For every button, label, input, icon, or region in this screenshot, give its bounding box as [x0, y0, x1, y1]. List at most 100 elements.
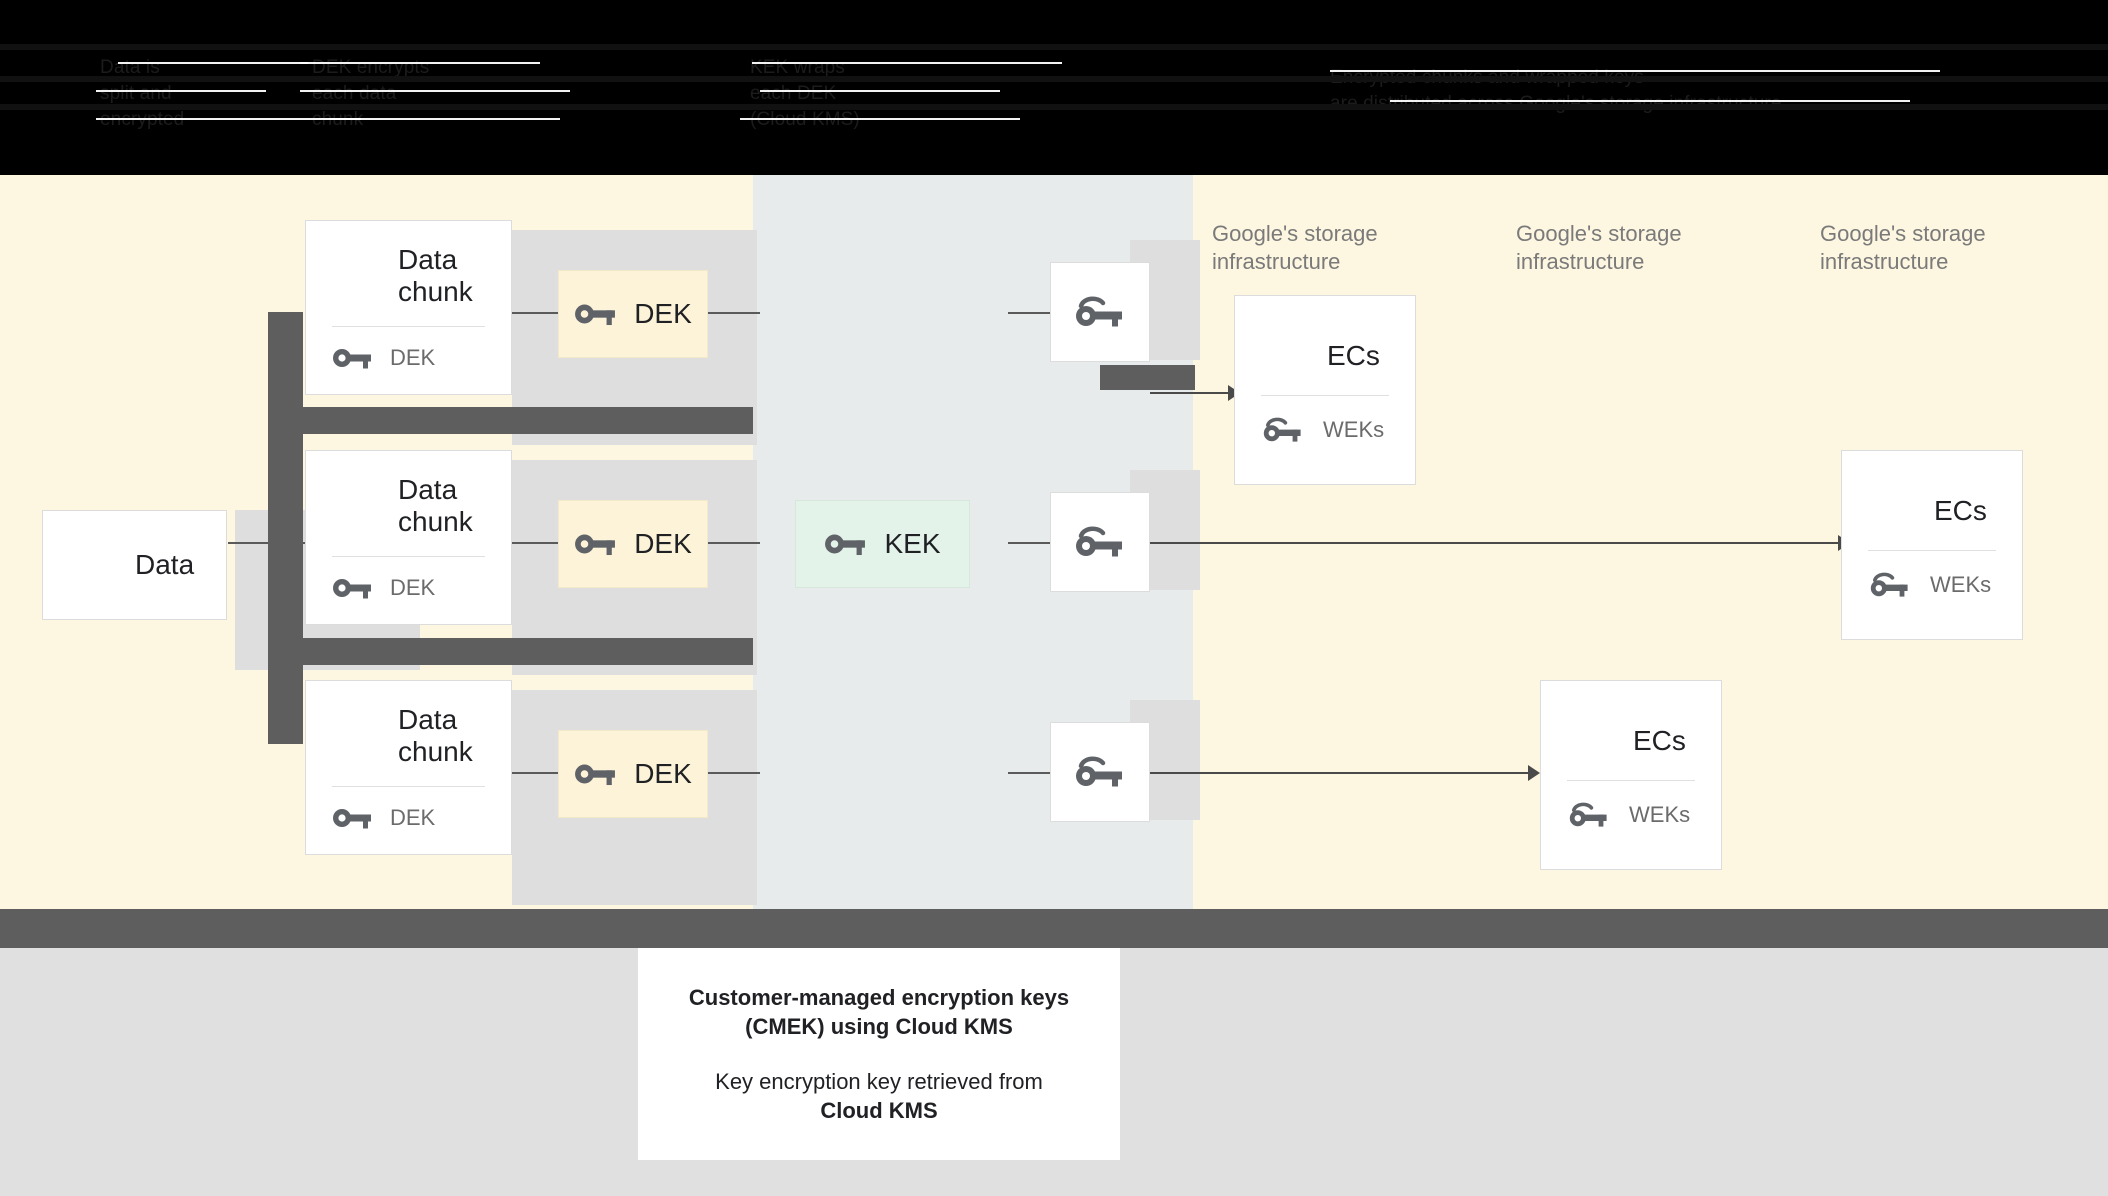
- chunk-row: Data chunk: [306, 474, 511, 538]
- double-key-icon: [1076, 526, 1122, 557]
- connector-chunk-to-dek: [508, 542, 560, 544]
- redaction-mark: [300, 90, 570, 92]
- ecs-row: ECs: [1235, 335, 1415, 377]
- arrow-head-icon: [1528, 765, 1540, 781]
- key-icon: [575, 304, 616, 326]
- ecs-key-row: WEKs: [1235, 414, 1415, 446]
- dek-label: DEK: [634, 758, 692, 789]
- data-chunk-card[interactable]: Data chunk DEK: [305, 220, 512, 395]
- double-key-icon: [1076, 756, 1122, 787]
- chunk-title: Data chunk: [398, 244, 473, 307]
- ecs-row: ECs: [1842, 490, 2022, 532]
- wrapped-key-box[interactable]: [1050, 262, 1150, 362]
- data-card[interactable]: Data: [42, 510, 227, 620]
- connector-dek-to-kms: [708, 312, 760, 314]
- data-card-row: Data: [43, 544, 226, 586]
- key-icon: [575, 534, 616, 556]
- redaction-mark: [1330, 70, 1940, 72]
- server-icon: [332, 255, 380, 297]
- server-icon: [332, 485, 380, 527]
- split-branch-bar: [268, 638, 753, 665]
- redaction-mark: [96, 118, 361, 120]
- redaction-mark: [96, 90, 266, 92]
- double-key-icon: [1870, 572, 1908, 597]
- chunk-key-row: DEK: [306, 575, 511, 601]
- data-chunk-card[interactable]: Data chunk DEK: [305, 450, 512, 625]
- legend-column-2: DEK encrypts each data chunk: [312, 57, 430, 130]
- double-key-icon: [1076, 296, 1122, 327]
- footer-divider-bar: [0, 909, 2108, 948]
- split-trunk-bar: [268, 312, 303, 744]
- chunk-title: Data chunk: [398, 704, 473, 767]
- chunk-key-label: DEK: [390, 805, 436, 830]
- caption-line-4-text: Cloud KMS: [820, 1098, 938, 1123]
- key-icon: [575, 764, 616, 786]
- storage-label: Google's storage infrastructure: [1212, 221, 1378, 274]
- divider: [1868, 549, 1996, 551]
- redaction-block: [0, 76, 2108, 82]
- ecs-card[interactable]: ECs WEKs: [1841, 450, 2023, 640]
- chunk-title: Data chunk: [398, 474, 473, 537]
- connector-dek-to-kms: [708, 542, 760, 544]
- chunk-key-row: DEK: [306, 345, 511, 371]
- ecs-card[interactable]: ECs WEKs: [1540, 680, 1722, 870]
- diagram-canvas: Data Data chunk DEK Data chunk: [0, 175, 2108, 909]
- double-key-icon: [1569, 802, 1607, 827]
- connector-kms-to-wek: [1008, 772, 1050, 774]
- key-icon: [333, 579, 371, 599]
- redaction-mark: [300, 62, 540, 64]
- arrow-to-ecs-middle: [1150, 542, 1840, 544]
- divider: [332, 326, 485, 327]
- redaction-block: [0, 44, 2108, 50]
- legend-column-3: KEK wraps each DEK (Cloud KMS): [750, 57, 860, 130]
- redaction-mark: [1390, 100, 1910, 102]
- caption-box: Customer-managed encryption keys (CMEK) …: [638, 948, 1120, 1160]
- key-icon: [333, 349, 371, 369]
- connector-chunk-to-dek: [508, 312, 560, 314]
- dek-box[interactable]: DEK: [558, 500, 708, 588]
- redaction-mark: [118, 62, 308, 64]
- ecs-card[interactable]: ECs WEKs: [1234, 295, 1416, 485]
- divider: [332, 556, 485, 557]
- redaction-bar: [1100, 365, 1195, 390]
- ecs-title: ECs: [1934, 494, 1987, 526]
- ecs-row: ECs: [1541, 720, 1721, 762]
- caption-line-4: Cloud KMS: [820, 1096, 937, 1125]
- dek-label: DEK: [634, 528, 692, 559]
- server-icon: [1261, 335, 1309, 377]
- arrow-to-ecs-bottom: [1150, 772, 1530, 774]
- arrow-to-ecs-top: [1150, 392, 1230, 394]
- dek-label: DEK: [634, 298, 692, 329]
- caption-line-3: Key encryption key retrieved from: [715, 1069, 1043, 1094]
- ecs-key-label: WEKs: [1629, 801, 1691, 827]
- redaction-block: [0, 104, 2108, 110]
- redaction-mark: [330, 118, 560, 120]
- kek-box[interactable]: KEK: [795, 500, 970, 588]
- chunk-key-row: DEK: [306, 805, 511, 831]
- dek-box[interactable]: DEK: [558, 730, 708, 818]
- dek-box[interactable]: DEK: [558, 270, 708, 358]
- server-icon: [1567, 720, 1615, 762]
- ecs-key-row: WEKs: [1842, 569, 2022, 601]
- data-card-title: Data: [135, 549, 195, 580]
- chunk-key-label: DEK: [390, 575, 436, 600]
- key-icon: [825, 534, 866, 556]
- kek-label: KEK: [884, 528, 941, 559]
- key-icon: [333, 809, 371, 829]
- server-icon: [332, 715, 380, 757]
- divider: [1261, 394, 1389, 396]
- double-key-icon: [1263, 417, 1301, 442]
- split-branch-bar: [268, 407, 753, 434]
- redaction-mark: [740, 118, 1020, 120]
- wrapped-key-box[interactable]: [1050, 722, 1150, 822]
- chunk-row: Data chunk: [306, 704, 511, 768]
- server-icon: [1868, 490, 1916, 532]
- connector-dek-to-kms: [708, 772, 760, 774]
- legend-strip: Data is split and encrypted DEK encrypts…: [0, 0, 2108, 160]
- wrapped-key-box[interactable]: [1050, 492, 1150, 592]
- data-chunk-card[interactable]: Data chunk DEK: [305, 680, 512, 855]
- divider: [332, 786, 485, 787]
- ecs-key-label: WEKs: [1930, 571, 1992, 597]
- redaction-mark: [752, 62, 1062, 64]
- ecs-key-label: WEKs: [1323, 416, 1385, 442]
